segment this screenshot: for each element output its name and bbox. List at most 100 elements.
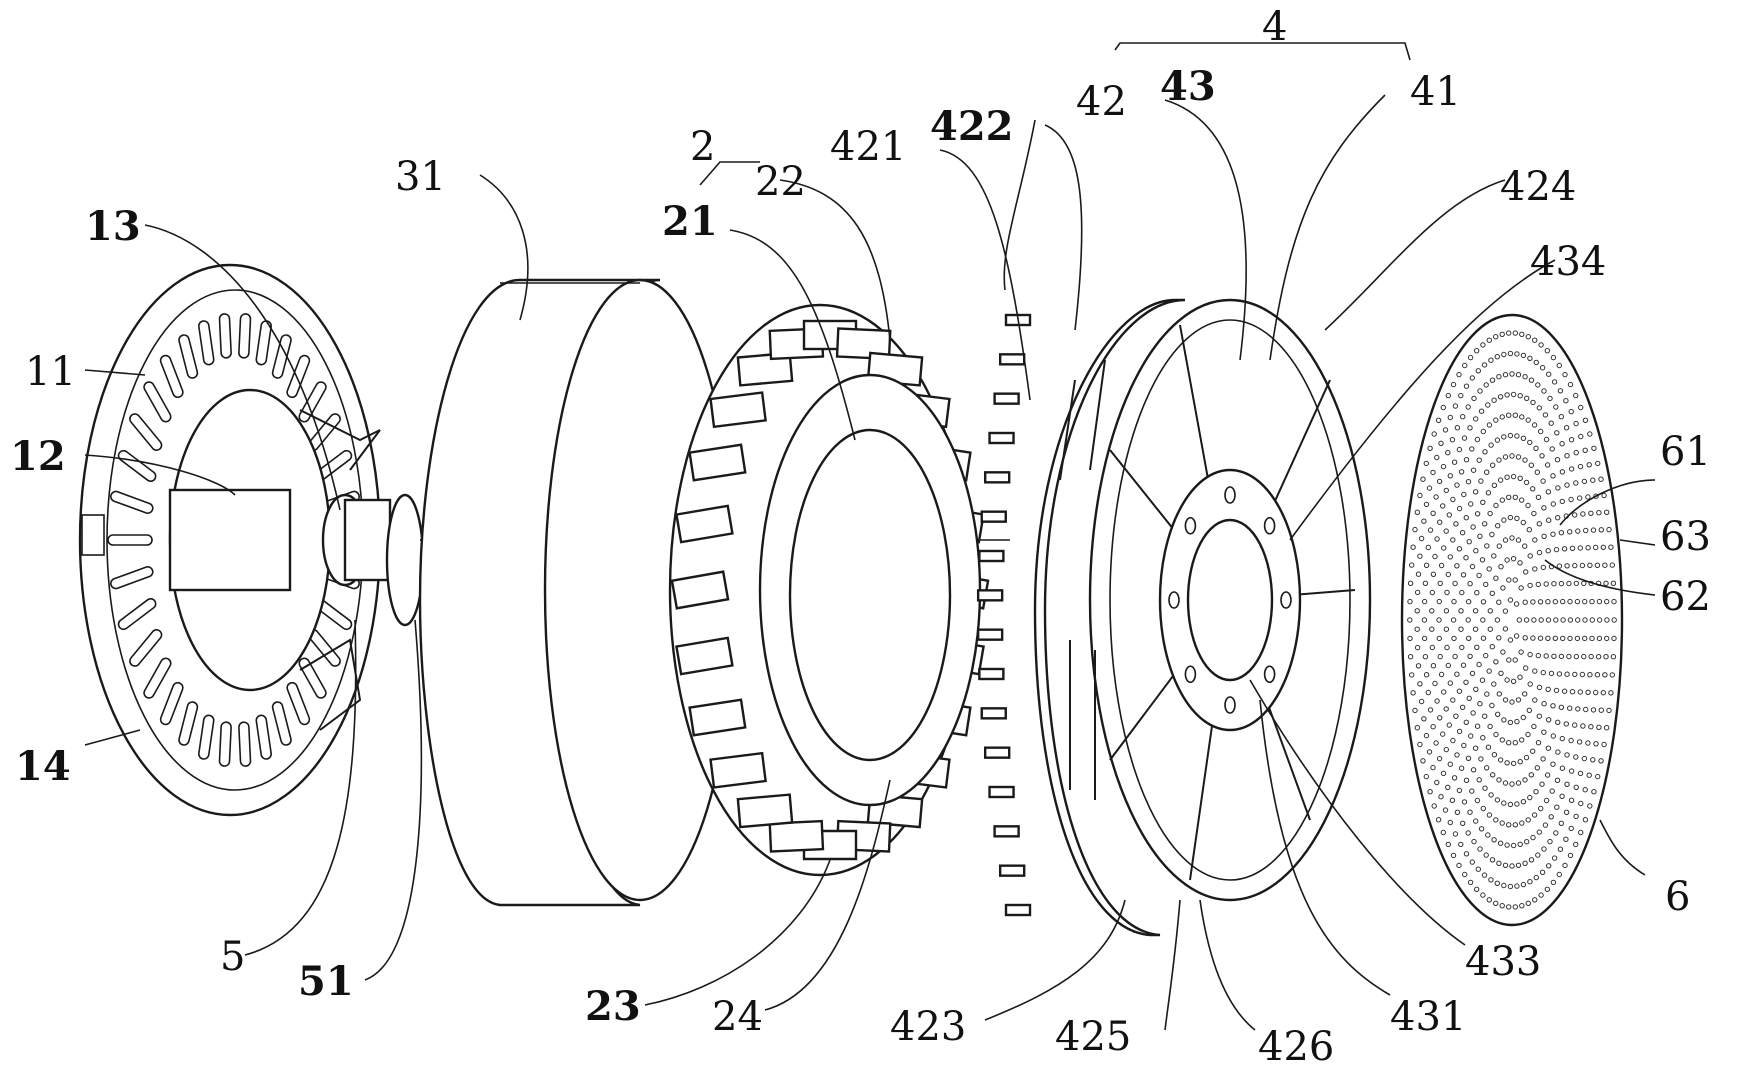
perforation [1482,785,1488,791]
perforation [1567,705,1573,711]
perforation [1589,635,1595,642]
perforation [1422,654,1429,660]
perforation [1608,690,1614,696]
label-14: 14 [15,743,71,790]
perforation [1490,462,1496,468]
perforation [1589,598,1595,605]
perforation [1590,707,1597,713]
perforation [1475,368,1482,374]
perforation [1450,381,1457,388]
perforation [1531,617,1537,623]
perforation [1458,608,1464,614]
perforation [1442,427,1449,433]
housing-fin [993,392,1020,405]
perforation [1525,334,1532,340]
perforation [1568,408,1574,415]
perforation [1590,757,1596,763]
perforation [1423,501,1430,508]
perforation [1544,772,1551,778]
perforation [1559,498,1566,505]
perforation [1541,505,1547,511]
perforation [1452,580,1458,587]
perforation [1437,715,1443,721]
perforation [1514,883,1520,889]
perforation [1524,839,1530,845]
perforation [1467,581,1473,587]
perforation [1598,707,1605,713]
perforation [1558,704,1565,710]
perforation [1410,544,1416,550]
perforation [1569,689,1576,695]
perforation [1573,480,1579,486]
perforation [1450,737,1456,744]
perforation [1507,637,1514,643]
perforation [1578,404,1584,411]
perforation [1555,515,1561,521]
perforation [1585,740,1591,746]
vent-slot [238,721,252,767]
perforation [1520,352,1527,359]
perforation [1447,819,1454,826]
vent-slot [238,313,252,359]
perforation [1429,589,1436,596]
perforation [1454,425,1461,431]
perforation [1539,453,1545,459]
perforation [1488,442,1494,448]
perforation [1532,897,1538,903]
perforation [1598,527,1605,533]
housing-fin [988,431,1015,445]
bolt-hole [1263,665,1276,684]
perforation [1509,863,1515,869]
perforation [1563,398,1569,404]
vent-slot [117,597,157,631]
perforation [1541,533,1547,539]
perforation [1504,474,1510,480]
perforation [1459,530,1466,536]
perforation [1426,749,1433,755]
perforation [1525,417,1531,423]
vent-slot [218,313,232,359]
perforation [1509,535,1515,541]
perforation [1468,501,1474,507]
label-63: 63 [1660,514,1711,560]
perforation [1412,707,1418,714]
perforation [1440,731,1446,737]
perforation [1434,698,1440,704]
perforation [1447,680,1454,686]
perforation [1527,439,1533,446]
perforation [1524,395,1530,401]
perforation [1498,670,1504,676]
housing-fin [998,864,1026,877]
perforation [1559,469,1566,475]
perforation [1414,626,1420,632]
label-42: 42 [1076,79,1127,125]
perforation [1568,496,1574,503]
perforation [1447,554,1454,560]
perforation [1488,357,1494,363]
label-6: 6 [1665,874,1690,920]
perforation [1496,691,1503,697]
vent-slot [271,334,292,379]
perforation [1463,679,1469,685]
perforation [1501,882,1507,889]
perforation [1531,723,1537,730]
perforation [1575,528,1581,534]
perforation [1585,545,1591,551]
perforation [1474,886,1480,892]
perforation [1430,469,1436,476]
perforation [1456,787,1463,794]
perforation [1483,581,1489,588]
perforation [1590,527,1597,533]
stator-tooth [670,570,730,610]
perforation [1515,862,1522,868]
perforation [1493,575,1499,581]
perforation [1540,564,1547,571]
perforation [1407,598,1413,605]
perforation [1542,412,1549,418]
perforation [1527,651,1533,658]
perforation [1517,674,1523,680]
label-12: 12 [10,433,66,480]
perforation [1452,831,1459,837]
perforation [1440,770,1447,777]
perforation [1410,690,1416,696]
